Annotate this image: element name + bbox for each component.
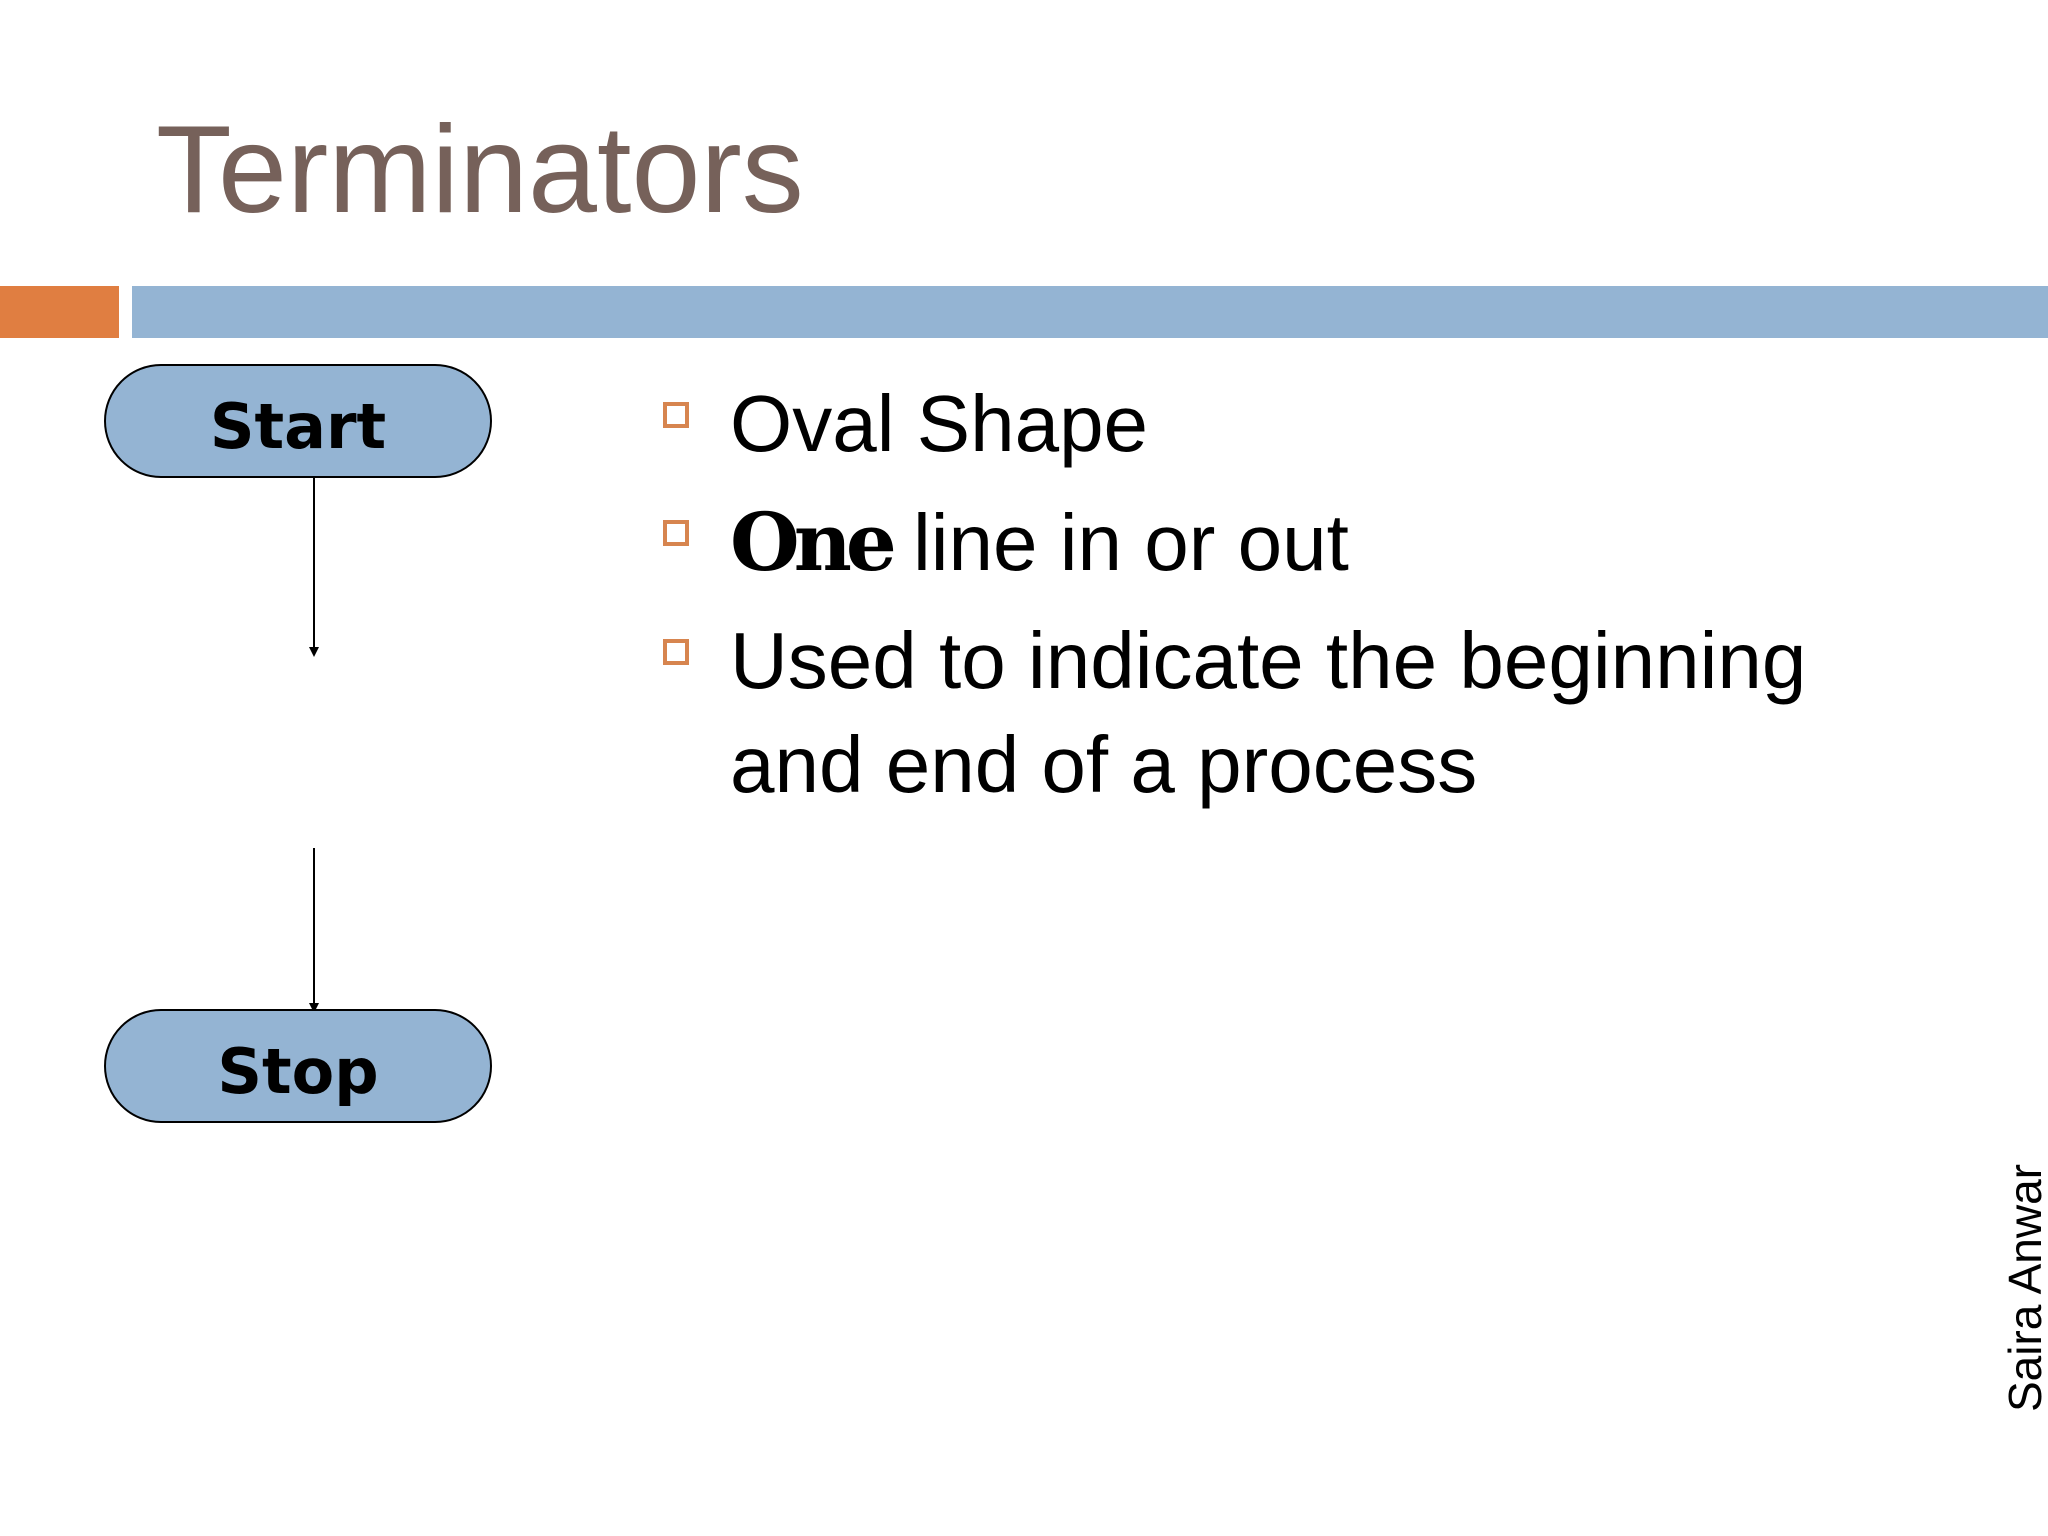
start-terminal-shape <box>104 364 492 478</box>
start-label: Start <box>210 390 386 463</box>
hollow-square-bullet-icon <box>663 520 689 546</box>
stop-terminal: Stop <box>104 1009 492 1123</box>
hollow-square-bullet-icon <box>663 639 689 665</box>
bullet-text: line in or out <box>890 498 1349 587</box>
bullet-text: Oval Shape <box>730 379 1149 468</box>
start-terminal: Start <box>104 364 492 478</box>
author-credit: Saira Anwar <box>1999 1163 2048 1412</box>
bullet-item-one-line: One line in or out <box>660 490 1960 595</box>
hollow-square-bullet-icon <box>663 402 689 428</box>
bullet-item-oval-shape: Oval Shape <box>660 372 1960 476</box>
bullet-text: Used to indicate the beginning and end o… <box>730 616 1807 809</box>
header-accent-blue <box>132 286 2048 338</box>
bullet-list: Oval Shape One line in or out Used to in… <box>660 372 1960 831</box>
slide-title: Terminators <box>156 101 804 239</box>
stop-terminal-shape <box>104 1009 492 1123</box>
header-accent-orange <box>0 286 119 338</box>
bullet-item-usage: Used to indicate the beginning and end o… <box>660 609 1960 817</box>
bullet-emphasis-text: One <box>730 495 897 589</box>
stop-label: Stop <box>217 1035 378 1108</box>
